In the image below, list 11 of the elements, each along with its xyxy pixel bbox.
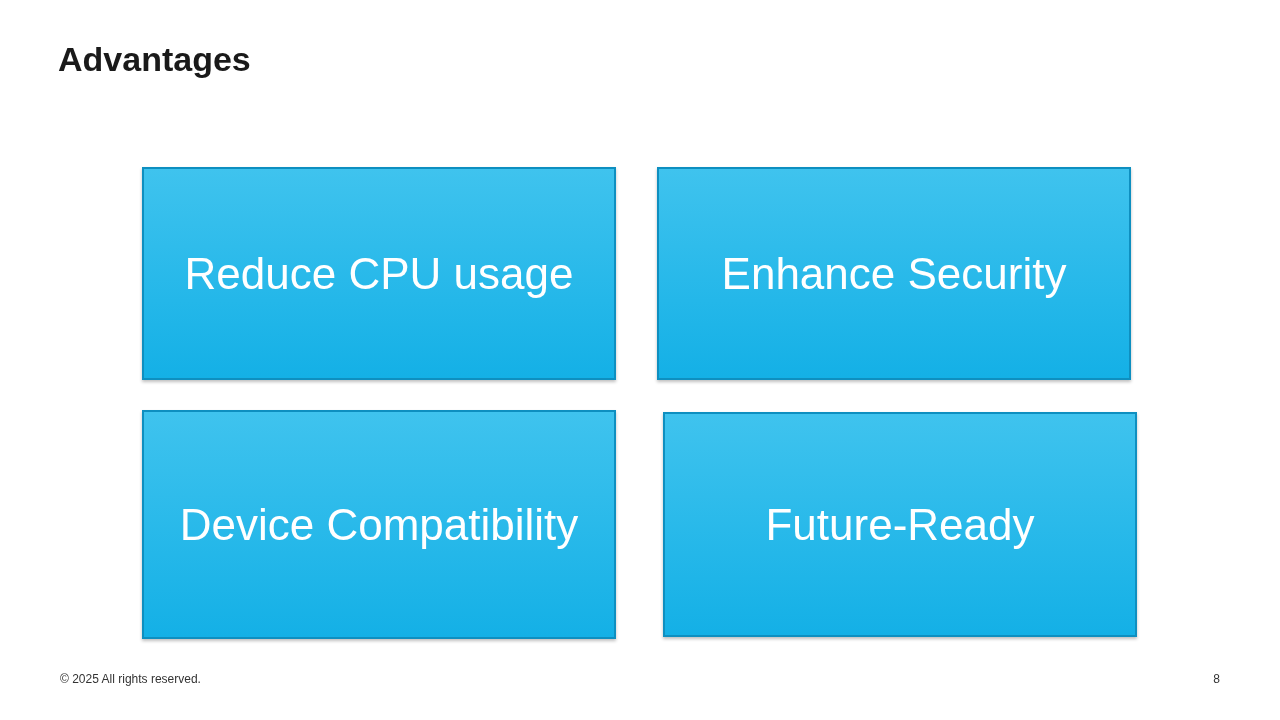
advantage-text: Future-Ready [765,499,1035,550]
slide-title: Advantages [58,40,251,79]
advantage-box [663,412,1137,637]
advantage-text: Reduce CPU usage [184,248,574,299]
advantage-box [142,410,616,639]
advantage-box [657,167,1131,380]
advantage-text: Enhance Security [721,248,1067,299]
footer-copyright: © 2025 All rights reserved. [60,672,201,686]
page-number: 8 [1213,672,1220,686]
advantage-text: Device Compatibility [179,499,579,550]
advantage-box [142,167,616,380]
